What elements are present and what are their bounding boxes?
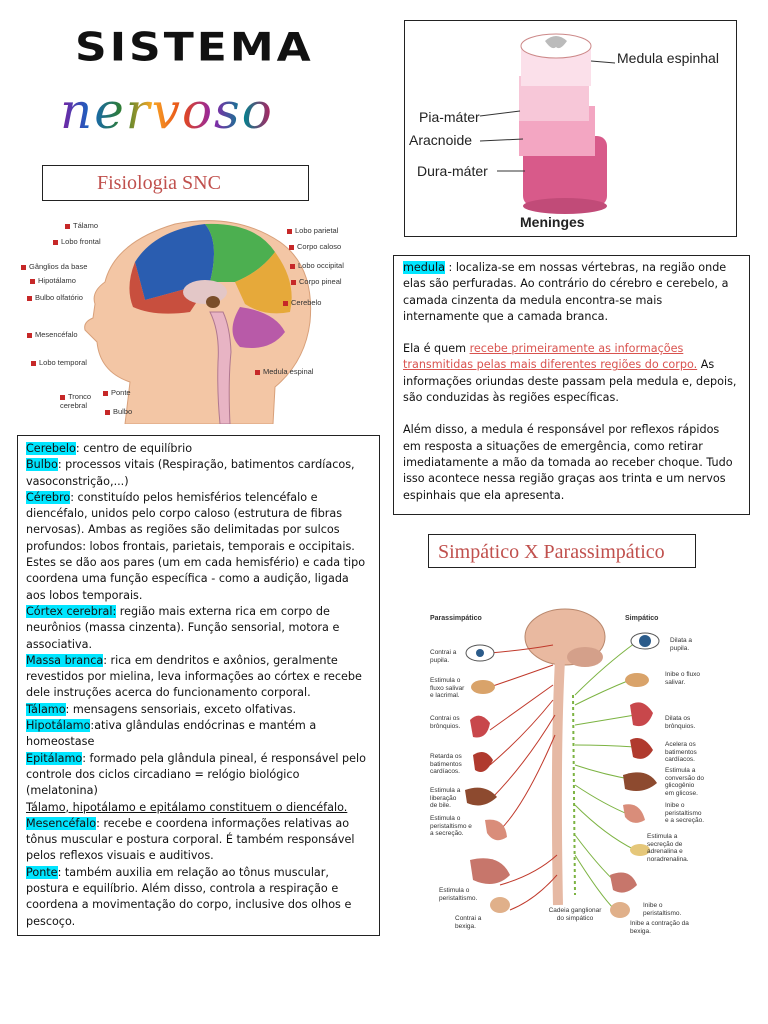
label-r8: Inibe o peristaltismo. xyxy=(643,902,682,917)
label-r7: Estimula a secreção de adrenalina e nora… xyxy=(647,833,689,863)
p2-end: As informações oriundas deste passam pel… xyxy=(403,358,737,405)
diencefalo-text: Tálamo, hipotálamo e epitálamo constitue… xyxy=(26,800,348,814)
brain-figure: Tálamo Lobo frontal Gânglios da base Hip… xyxy=(5,212,370,425)
label-simpatico: Simpático xyxy=(625,615,659,622)
hipotalamo-text: :ativa glândulas endócrinas e mantém a h… xyxy=(26,719,317,749)
label-lobo-frontal: Lobo frontal xyxy=(53,237,101,246)
label-l3: Contrai os brônquios. xyxy=(430,715,461,730)
label-corpo-pineal: Corpo pineal xyxy=(291,277,342,286)
term-talamo: Tálamo xyxy=(26,702,66,716)
label-hipotalamo: Hipotálamo xyxy=(30,276,76,285)
term-cerebelo: Cerebelo xyxy=(26,442,76,455)
label-mesencefalo: Mesencéfalo xyxy=(27,330,78,339)
talamo-text: : mensagens sensoriais, exceto olfativas… xyxy=(65,702,297,716)
label-l7: Estimula o peristaltismo. xyxy=(439,887,478,902)
label-medula-espinhal: Medula espinhal xyxy=(617,50,719,66)
meninges-illustration xyxy=(479,33,616,214)
massa-text: : rica em dendritos e axônios, geralment… xyxy=(26,653,362,700)
label-r9: Inibe a contração da bexiga. xyxy=(630,920,689,935)
label-pia-mater: Pia-máter xyxy=(419,109,480,125)
label-l2: Estimula o fluxo salivar e lacrimal. xyxy=(430,677,465,699)
label-l5: Estimula a liberação de bile. xyxy=(430,787,461,809)
page-title: SISTEMA xyxy=(75,24,314,71)
bulbo-text: : processos vitais (Respiração, batiment… xyxy=(26,458,355,488)
label-cerebelo: Cerebelo xyxy=(283,298,321,307)
ponte-text: : também auxilia em relação ao tônus mus… xyxy=(26,865,352,928)
label-aracnoide: Aracnoide xyxy=(409,132,473,148)
p2-highlight: recebe primeiramente as informações tran… xyxy=(403,342,698,372)
label-ponte: Ponte xyxy=(103,388,131,397)
cerebelo-text: : centro de equilíbrio xyxy=(75,442,193,455)
label-l4: Retarda os batimentos cardíacos. xyxy=(430,753,462,775)
label-lobo-temporal: Lobo temporal xyxy=(31,358,87,367)
meninges-figure: Medula espinhal Pia-máter Aracnoide Dura… xyxy=(404,20,737,237)
page-subtitle: nervoso xyxy=(60,82,274,140)
term-cortex: Córtex cerebral: xyxy=(26,604,117,618)
p2-start: Ela é quem xyxy=(403,342,470,356)
cerebro-text: : constituído pelos hemisférios telencéf… xyxy=(26,490,366,602)
label-r6: Inibe o peristaltismo e a secreção. xyxy=(665,802,705,824)
label-parassimpatico: Parassimpático xyxy=(430,615,482,622)
snc-text-box: Cerebelo: centro de equilíbrio Bulbo: pr… xyxy=(17,435,380,936)
cortex-text: região mais externa rica em corpo de neu… xyxy=(26,604,340,651)
label-r4: Acelera os batimentos cardíacos. xyxy=(665,741,697,763)
label-corpo-caloso: Corpo caloso xyxy=(289,242,341,251)
label-lobo-parietal: Lobo parietal xyxy=(287,226,338,235)
label-l8: Contrai a bexiga. xyxy=(455,915,482,930)
label-lobo-occipital: Lobo occipital xyxy=(290,261,344,270)
label-r5: Estimula a conversão do glicogênio em gl… xyxy=(665,767,705,797)
term-cerebro: Cérebro xyxy=(26,490,71,504)
term-ponte: Ponte xyxy=(26,865,58,879)
snc-title: Fisiologia SNC xyxy=(42,165,309,201)
label-dura-mater: Dura-máter xyxy=(417,163,488,179)
label-bulbo-olfatorio: Bulbo olfatório xyxy=(27,293,83,302)
label-l1: Contrai a pupila. xyxy=(430,649,457,664)
label-bulbo: Bulbo xyxy=(105,407,132,416)
term-massa-branca: Massa branca xyxy=(26,653,104,667)
p3: Além disso, a medula é responsável por r… xyxy=(403,423,733,502)
label-r3: Dilata os brônquios. xyxy=(665,715,696,730)
label-tronco-cerebral: Tronco cerebral xyxy=(60,392,100,410)
label-chain: Cadeia ganglionar do simpático xyxy=(548,907,602,922)
brain-illustration xyxy=(84,220,312,425)
medula-text-box: medula : localiza-se em nossas vértebras… xyxy=(393,255,750,515)
autonomic-figure: Parassimpático Simpático Contrai a pupil… xyxy=(425,605,705,935)
autonomic-illustration xyxy=(465,608,660,918)
meninges-caption: Meninges xyxy=(520,214,585,230)
label-medula-espinal: Medula espinal xyxy=(255,367,313,376)
ans-title: Simpático X Parassimpático xyxy=(428,534,696,568)
label-talamo: Tálamo xyxy=(65,221,98,230)
label-r1: Dilata a pupila. xyxy=(670,637,693,652)
term-epitalamo: Epitálamo xyxy=(26,751,83,765)
term-mesencefalo: Mesencéfalo xyxy=(26,816,97,830)
term-medula: medula xyxy=(403,261,445,274)
term-hipotalamo: Hipotálamo xyxy=(26,719,91,733)
epitalamo-text: : formado pela glândula pineal, é respon… xyxy=(26,751,366,798)
mesencefalo-text: : recebe e coordena informações relativa… xyxy=(26,816,355,863)
medula-text: : localiza-se em nossas vértebras, na re… xyxy=(403,261,729,323)
label-r2: Inibe o fluxo salivar. xyxy=(665,671,701,686)
term-bulbo: Bulbo xyxy=(26,458,58,472)
label-l6: Estimula o peristaltismo e a secreção. xyxy=(430,815,472,837)
label-ganglios-base: Gânglios da base xyxy=(21,262,87,271)
